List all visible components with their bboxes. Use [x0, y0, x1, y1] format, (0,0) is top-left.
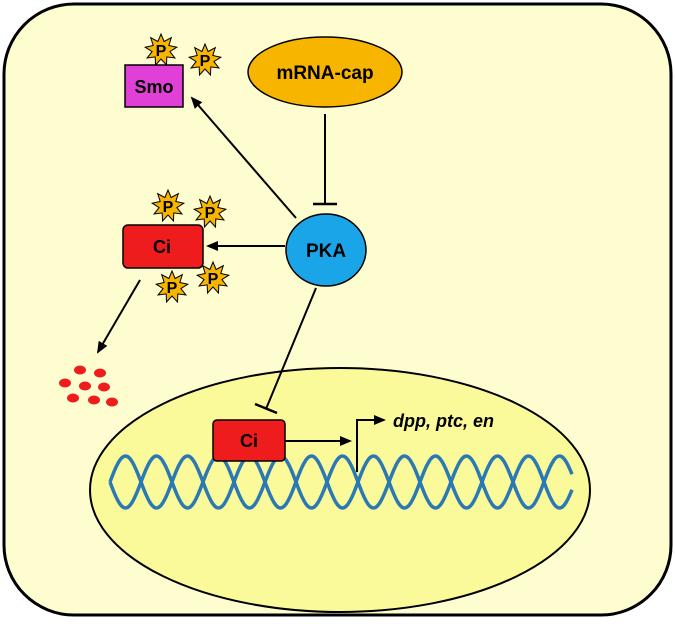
degradation-dot [98, 382, 110, 392]
mrna-cap-node: mRNA-cap [247, 36, 403, 108]
mrna-cap-label: mRNA-cap [276, 63, 373, 84]
phospho-label: P [205, 205, 216, 222]
phospho-label: P [163, 199, 174, 216]
degradation-dot [74, 365, 86, 375]
pka-inhibits-nuclear-ci-bar [254, 402, 278, 415]
phospho-star-2: P [187, 42, 223, 77]
smo-node: Smo [124, 64, 184, 108]
phospho-star-1: P [143, 32, 179, 67]
degradation-dot [59, 378, 71, 388]
degradation-dot [88, 395, 100, 405]
pka-label: PKA [306, 241, 346, 262]
pka-node: PKA [285, 213, 367, 287]
degradation-dot [94, 368, 106, 378]
phospho-label: P [208, 271, 219, 288]
phospho-label: P [156, 43, 167, 60]
degradation-dot [79, 381, 91, 391]
dna-strand-b [108, 454, 574, 510]
ci-nucleus-node: Ci [212, 419, 286, 462]
ci-degradation-arrow [96, 279, 141, 354]
transcription-start-arrow [356, 415, 386, 472]
dna-strand-a [108, 454, 574, 510]
phospho-label: P [167, 280, 178, 297]
phospho-label: P [200, 53, 211, 70]
ci-nucleus-label: Ci [240, 431, 258, 451]
phospho-star-4: P [195, 260, 231, 295]
smo-label: Smo [134, 77, 173, 97]
pka-inhibits-nuclear-ci-line [265, 287, 317, 410]
phospho-star-2: P [192, 194, 228, 229]
ci-phospho-group: P P P P [150, 188, 231, 304]
degradation-dot [106, 397, 118, 407]
ci-cytoplasm-node: Ci [122, 224, 204, 269]
target-genes-label: dpp, ptc, en [393, 411, 494, 431]
smo-phospho-group: PP [143, 32, 223, 77]
phospho-star-1: P [150, 188, 186, 223]
degradation-products [59, 365, 118, 407]
ci-cytoplasm-label: Ci [153, 237, 171, 257]
pka-to-smo-arrow [190, 96, 297, 219]
degradation-dot [67, 393, 79, 403]
phospho-star-3: P [154, 269, 190, 304]
